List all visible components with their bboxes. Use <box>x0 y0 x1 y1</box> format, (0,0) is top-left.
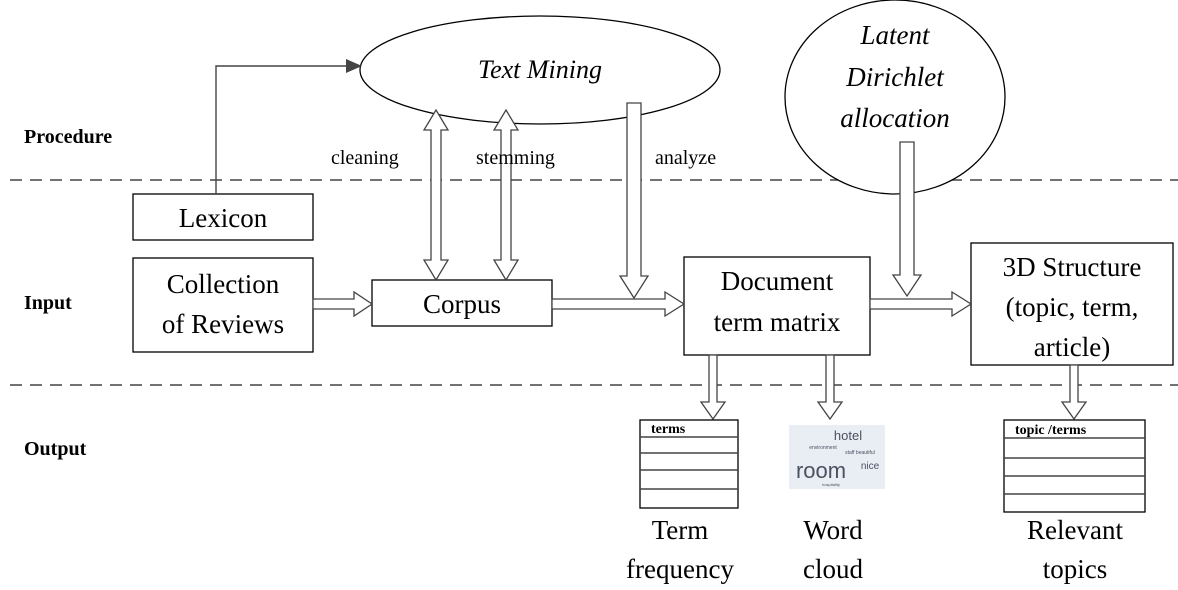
dtm-to-term-frequency-arrow <box>699 354 727 421</box>
lexicon-arrowhead <box>346 59 362 73</box>
analyze-label: analyze <box>655 147 716 169</box>
stemming-label: stemming <box>476 147 555 169</box>
word-cloud-background <box>789 425 885 489</box>
text-mining-node: Text Mining <box>359 15 721 125</box>
corpus-to-dtm-arrow <box>551 290 686 318</box>
dtm-to-word-cloud-arrow <box>816 354 844 421</box>
collection-label-line1: Collection <box>167 269 280 299</box>
term-frequency-caption-line1: Term <box>652 515 709 545</box>
lda-label-line2: Dirichlet <box>845 62 945 92</box>
lexicon-label: Lexicon <box>179 203 268 233</box>
lexicon-node: Lexicon <box>132 193 314 241</box>
dtm-node: Document term matrix <box>683 256 871 356</box>
cloud-word-environment: environment <box>809 445 837 451</box>
cloud-word-nice: nice <box>861 461 880 472</box>
topic-table-header: topic /terms <box>1015 423 1087 438</box>
word-cloud-caption-line1: Word <box>803 515 863 545</box>
cloud-word-hospitality: hospitality <box>822 482 840 487</box>
structure-to-topics-arrow <box>1060 364 1088 421</box>
cloud-word-hotel: hotel <box>834 428 862 443</box>
corpus-label: Corpus <box>423 289 501 319</box>
term-frequency-caption-line2: frequency <box>626 554 734 584</box>
analyze-arrow <box>618 102 650 300</box>
lexicon-to-text-mining-arrow <box>215 65 348 194</box>
collection-to-corpus-arrow <box>312 290 374 318</box>
relevant-topics-caption-line2: topics <box>1043 554 1108 584</box>
term-table-header: terms <box>651 422 686 437</box>
topic-terms-table: topic /terms <box>1003 419 1146 513</box>
lda-label-line1: Latent <box>859 20 931 50</box>
corpus-node: Corpus <box>371 279 553 327</box>
dtm-label-line2: term matrix <box>714 307 841 337</box>
dtm-to-structure-arrow <box>869 290 973 318</box>
collection-label-line2: of Reviews <box>162 309 284 339</box>
word-cloud-image: hotel environment staff beautiful room n… <box>789 425 885 489</box>
section-label-procedure: Procedure <box>24 126 112 148</box>
cleaning-label: cleaning <box>331 147 399 169</box>
cloud-word-staff-beautiful: staff beautiful <box>845 450 875 456</box>
term-frequency-table: terms <box>639 419 739 509</box>
lda-node: Latent Dirichlet allocation <box>784 0 1006 195</box>
cleaning-double-arrow <box>422 108 450 282</box>
collection-node: Collection of Reviews <box>132 257 314 353</box>
structure-3d-label-line2: (topic, term, <box>1006 292 1139 322</box>
lda-label-line3: allocation <box>840 103 950 133</box>
lda-to-structure-arrow <box>891 141 923 298</box>
dtm-label-line1: Document <box>721 266 834 296</box>
section-label-output: Output <box>24 438 87 460</box>
word-cloud-caption-line2: cloud <box>803 554 863 584</box>
structure-3d-node: 3D Structure (topic, term, article) <box>970 242 1174 366</box>
structure-3d-label-line3: article) <box>1034 332 1110 362</box>
text-mining-label: Text Mining <box>478 55 602 84</box>
structure-3d-label-line1: 3D Structure <box>1003 252 1142 282</box>
section-label-input: Input <box>24 292 72 314</box>
relevant-topics-caption-line1: Relevant <box>1027 515 1123 545</box>
stemming-double-arrow <box>492 108 520 282</box>
cloud-word-room: room <box>796 458 846 483</box>
